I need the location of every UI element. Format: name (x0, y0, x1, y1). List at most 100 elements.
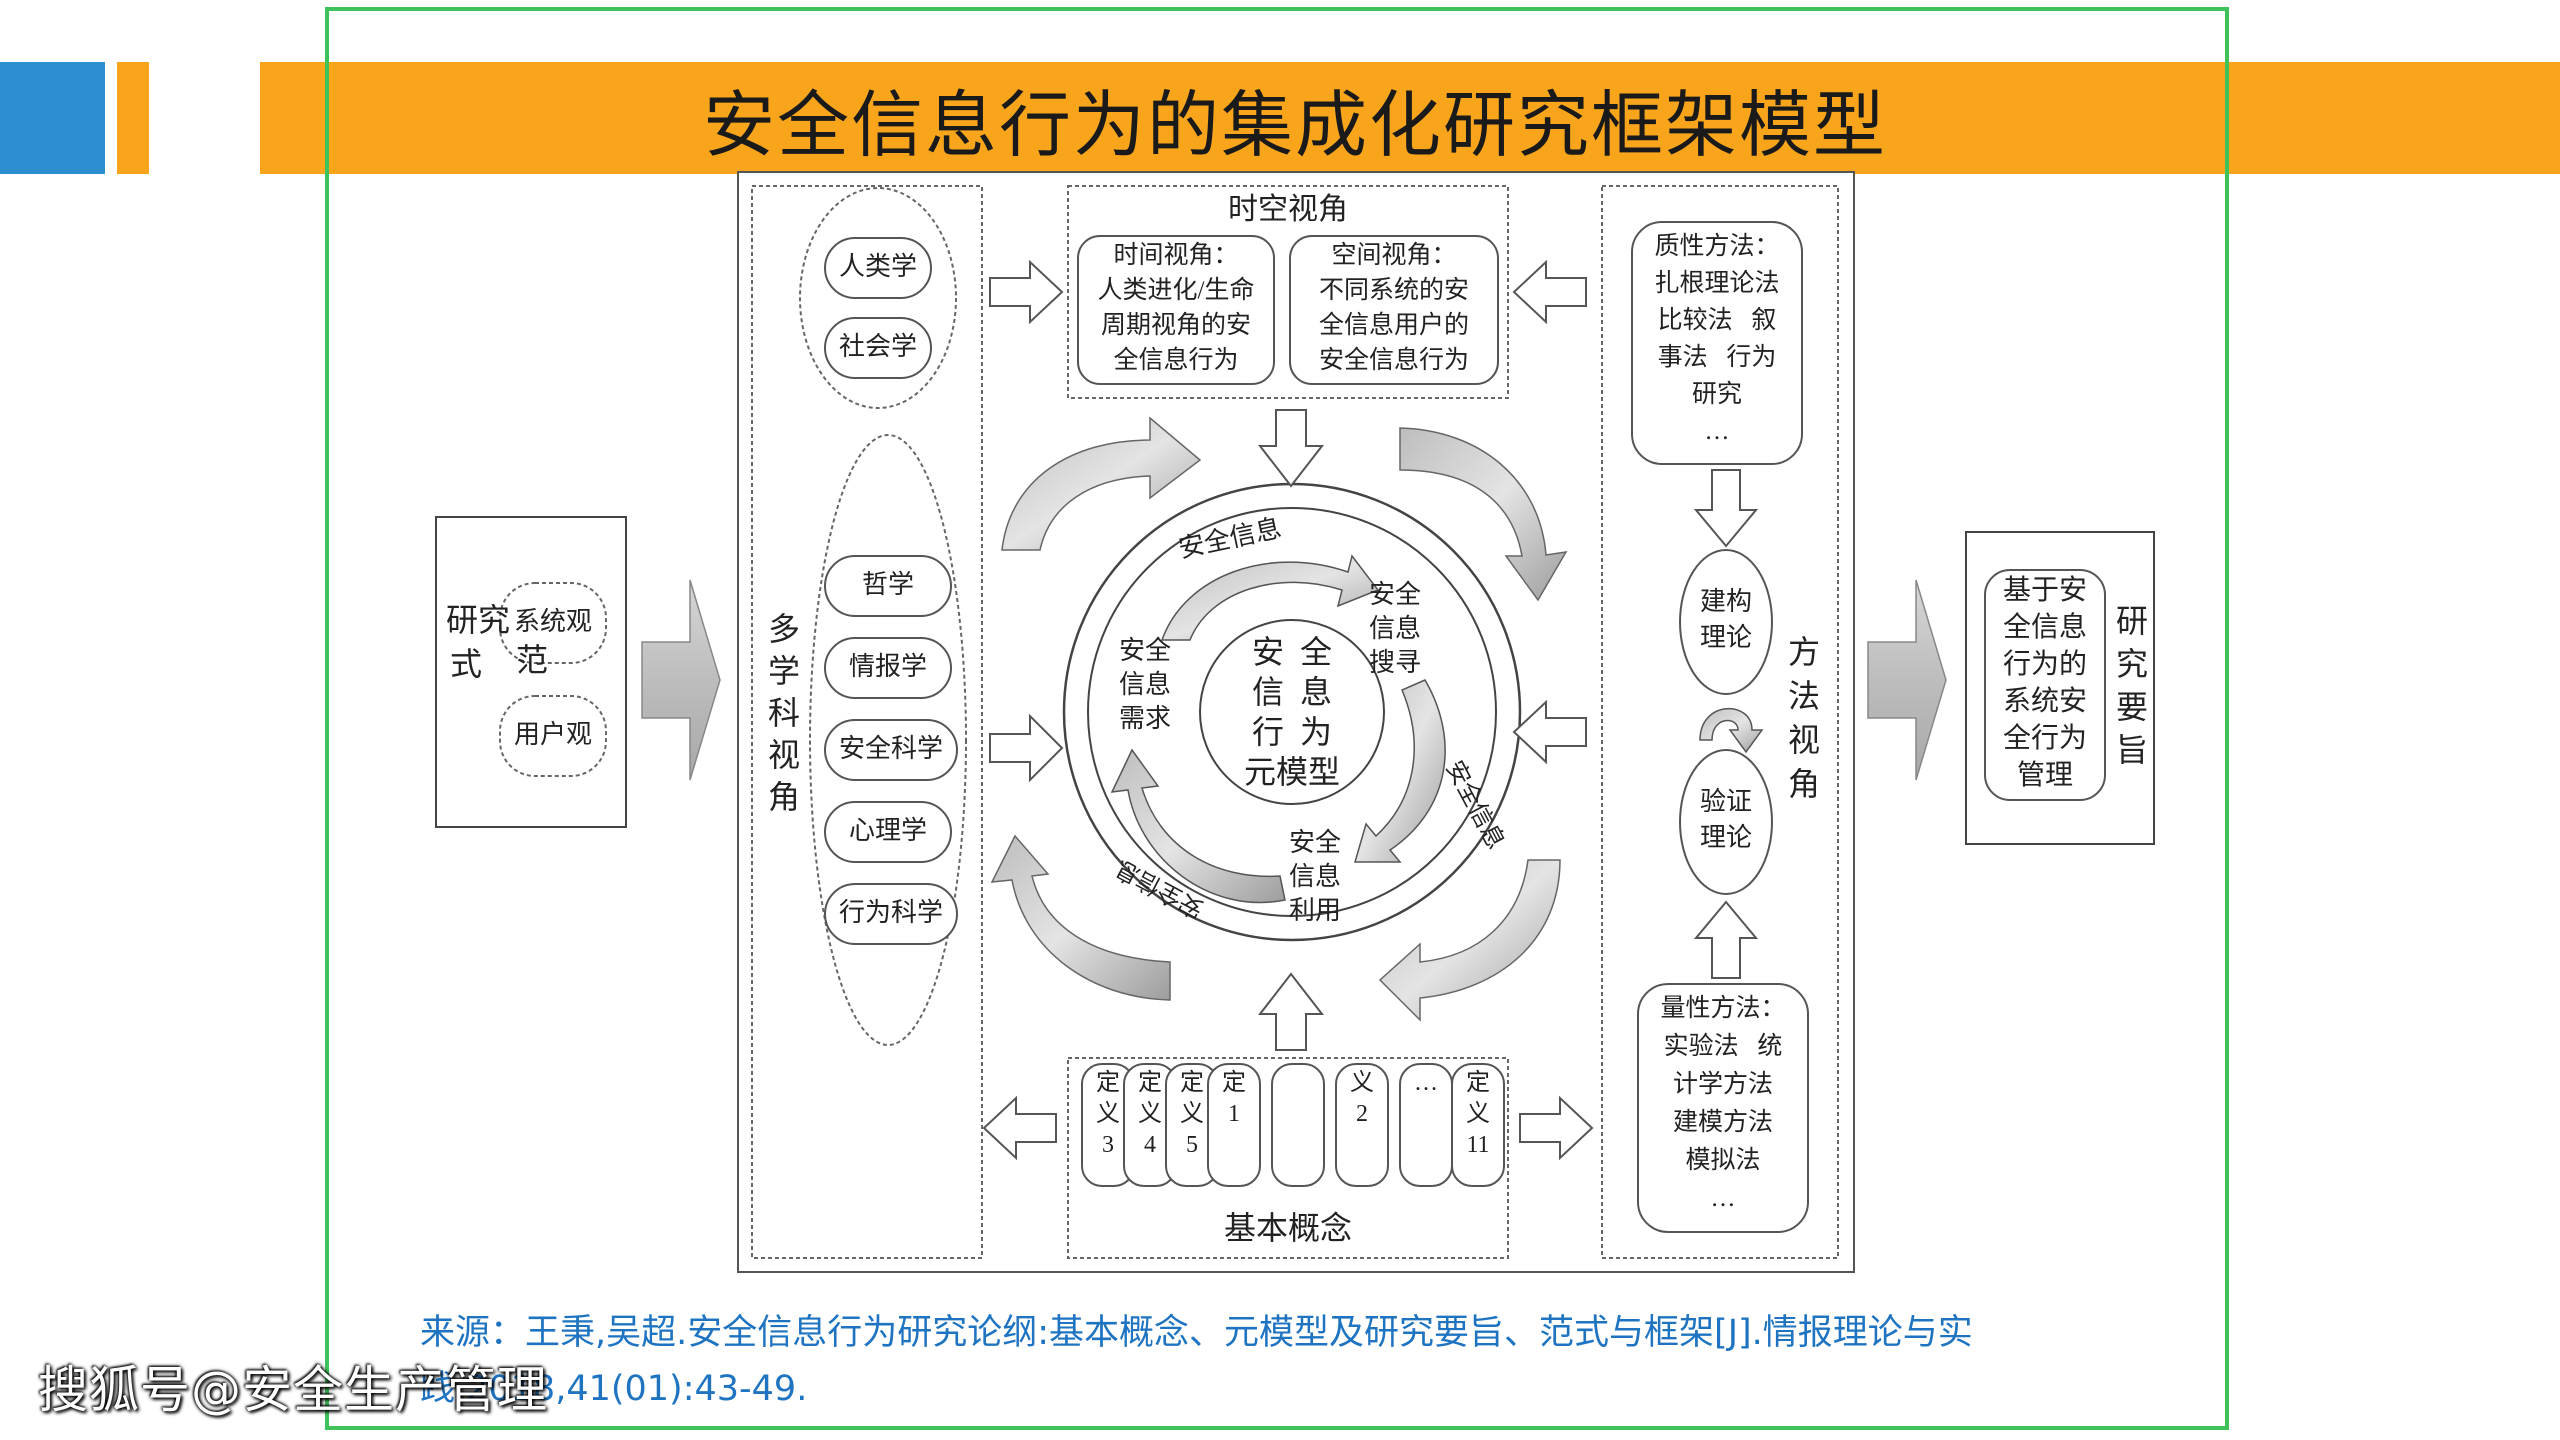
inner-ring (1087, 507, 1497, 917)
purpose-label: 研 究 要 旨 (2115, 603, 2148, 768)
concept-item-7: 定义 11 (1452, 1068, 1504, 1162)
info-search-text: 安全 信息 搜寻 (1368, 580, 1421, 677)
item-anthropology (824, 237, 932, 299)
label-safety-science: 安全科学 (838, 734, 943, 763)
arrow-methods-to-spacetime (1512, 259, 1587, 325)
concept-item-3-num: 5 (1186, 1132, 1198, 1159)
title-bar (260, 62, 2560, 174)
concept-item-2: 定义 4 (1124, 1068, 1176, 1162)
concept-item-2-num: 4 (1144, 1132, 1156, 1159)
concept-item-1-mid: 义 (1096, 1101, 1120, 1128)
concept-pill-6 (1335, 1063, 1389, 1187)
multidiscipline-panel (751, 185, 983, 1259)
quantitative-box (1637, 983, 1809, 1233)
arrow-disc-to-spacetime (989, 259, 1064, 325)
title-blue-block (0, 62, 105, 174)
cycle-arrow-left (1110, 748, 1286, 904)
paradigm-box (435, 516, 627, 828)
slide-title: 安全信息行为的集成化研究框架模型 (702, 85, 1887, 166)
qualitative-box (1631, 221, 1803, 465)
label-behavior-science: 行为科学 (838, 898, 943, 927)
disciplines-oval (809, 434, 967, 1046)
paradigm-user-view (499, 695, 607, 777)
spacetime-panel (1067, 185, 1509, 399)
concept-item-1-num: 3 (1102, 1132, 1114, 1159)
concept-item-5-top: 义 (1350, 1070, 1374, 1096)
concept-pill-5 (1271, 1063, 1325, 1187)
label-sociology: 社会学 (838, 332, 917, 361)
label-psychology: 心理学 (848, 816, 927, 845)
purpose-box (1965, 531, 2155, 845)
source-citation: 来源：王秉,吴超.安全信息行为研究论纲:基本概念、元模型及研究要旨、范式与框架[… (420, 1305, 2100, 1417)
label-philosophy: 哲学 (861, 570, 914, 599)
item-philosophy (824, 555, 952, 617)
concept-item-7-num: 11 (1466, 1132, 1490, 1159)
concepts-panel (1067, 1057, 1509, 1259)
arrow-disc-to-core (989, 713, 1064, 783)
concepts-label: 基本概念 (1223, 1210, 1352, 1246)
cycle-arrow-top (1160, 554, 1380, 641)
concept-item-6: … (1400, 1068, 1452, 1099)
cycle-arrow-right (1354, 679, 1446, 863)
arrow-qual-to-construct (1693, 469, 1759, 548)
highlight-frame (325, 7, 2229, 1430)
construct-theory-text: 建构 理论 (1699, 587, 1752, 652)
curve-arrow-bottom-left (990, 834, 1171, 1001)
concept-item-7-mid: 义 (1466, 1101, 1490, 1128)
arrow-paradigm-to-main (641, 579, 721, 781)
title-orange-block (117, 62, 149, 174)
concept-item-7-top: 定 (1466, 1070, 1490, 1096)
item-safety-science (824, 719, 958, 781)
item-sociology (824, 317, 932, 379)
curve-arrow-top-left (1001, 416, 1202, 551)
item-psychology (824, 801, 952, 863)
curve-arrow-bottom-right (1378, 859, 1561, 1022)
arrow-quant-to-verify (1693, 900, 1759, 979)
concept-pills (1081, 1063, 1505, 1187)
verify-theory-text: 验证 理论 (1699, 787, 1752, 852)
anthro-socio-oval (799, 187, 957, 409)
label-anthropology: 人类学 (838, 252, 917, 281)
info-need-text: 安全 信息 需求 (1118, 636, 1171, 733)
theory-loop-arrow (1699, 708, 1764, 754)
item-behavior-science (824, 883, 958, 945)
arrow-concepts-to-core (1257, 972, 1325, 1051)
paradigm-item-user: 用户观 (513, 720, 592, 749)
source-line-2: 践,2018,41(01):43-49. (420, 1369, 808, 1409)
concept-item-1-top: 定 (1096, 1070, 1120, 1096)
concept-item-1: 定义 3 (1082, 1068, 1134, 1162)
concept-item-5-mid: 2 (1356, 1101, 1368, 1128)
quantitative-text: 量性方法： 实验法 统 计学方法 建模方法 模拟法 … (1660, 995, 1786, 1212)
concept-item-6-mid: … (1414, 1070, 1438, 1096)
hollow-arrows (982, 259, 1759, 1161)
core-circle (1199, 619, 1385, 805)
methods-panel (1601, 185, 1839, 1259)
paradigm-label-overlay: 范 (515, 642, 548, 678)
core-center-text: 安 全 信 息 行 为 元模型 (1243, 634, 1340, 790)
arrow-concepts-to-methods (1519, 1095, 1594, 1161)
arrow-methods-to-core (1512, 699, 1587, 765)
paradigm-item-system: 系统观 (513, 607, 592, 636)
purpose-text: 基于安 全信息 行为的 系统安 全行为 管理 (2002, 575, 2087, 791)
concept-item-3-mid: 义 (1180, 1101, 1204, 1128)
concept-item-2-mid: 义 (1138, 1101, 1162, 1128)
concept-pill-4 (1207, 1063, 1261, 1187)
arrow-main-to-purpose (1867, 579, 1947, 781)
info-use-text: 安全 信息 利用 (1288, 828, 1341, 925)
concept-item-2-top: 定 (1138, 1070, 1162, 1096)
time-view-box (1077, 235, 1275, 385)
concept-item-4-top: 定 (1222, 1070, 1246, 1096)
verify-theory (1679, 749, 1773, 895)
construct-theory (1679, 549, 1773, 695)
qualitative-text: 质性方法： 扎根理论法 比较法 叙 事法 行为 研究 … (1654, 233, 1780, 445)
purpose-inner (1984, 569, 2106, 801)
arrow-spacetime-to-core (1257, 409, 1325, 488)
curve-arrow-top-right (1399, 427, 1568, 602)
space-view-text: 空间视角： 不同系统的安 全信息用户的 安全信息行为 (1318, 242, 1469, 374)
watermark: 搜狐号@安全生产管理 (38, 1361, 548, 1419)
concept-pill-8 (1451, 1063, 1505, 1187)
